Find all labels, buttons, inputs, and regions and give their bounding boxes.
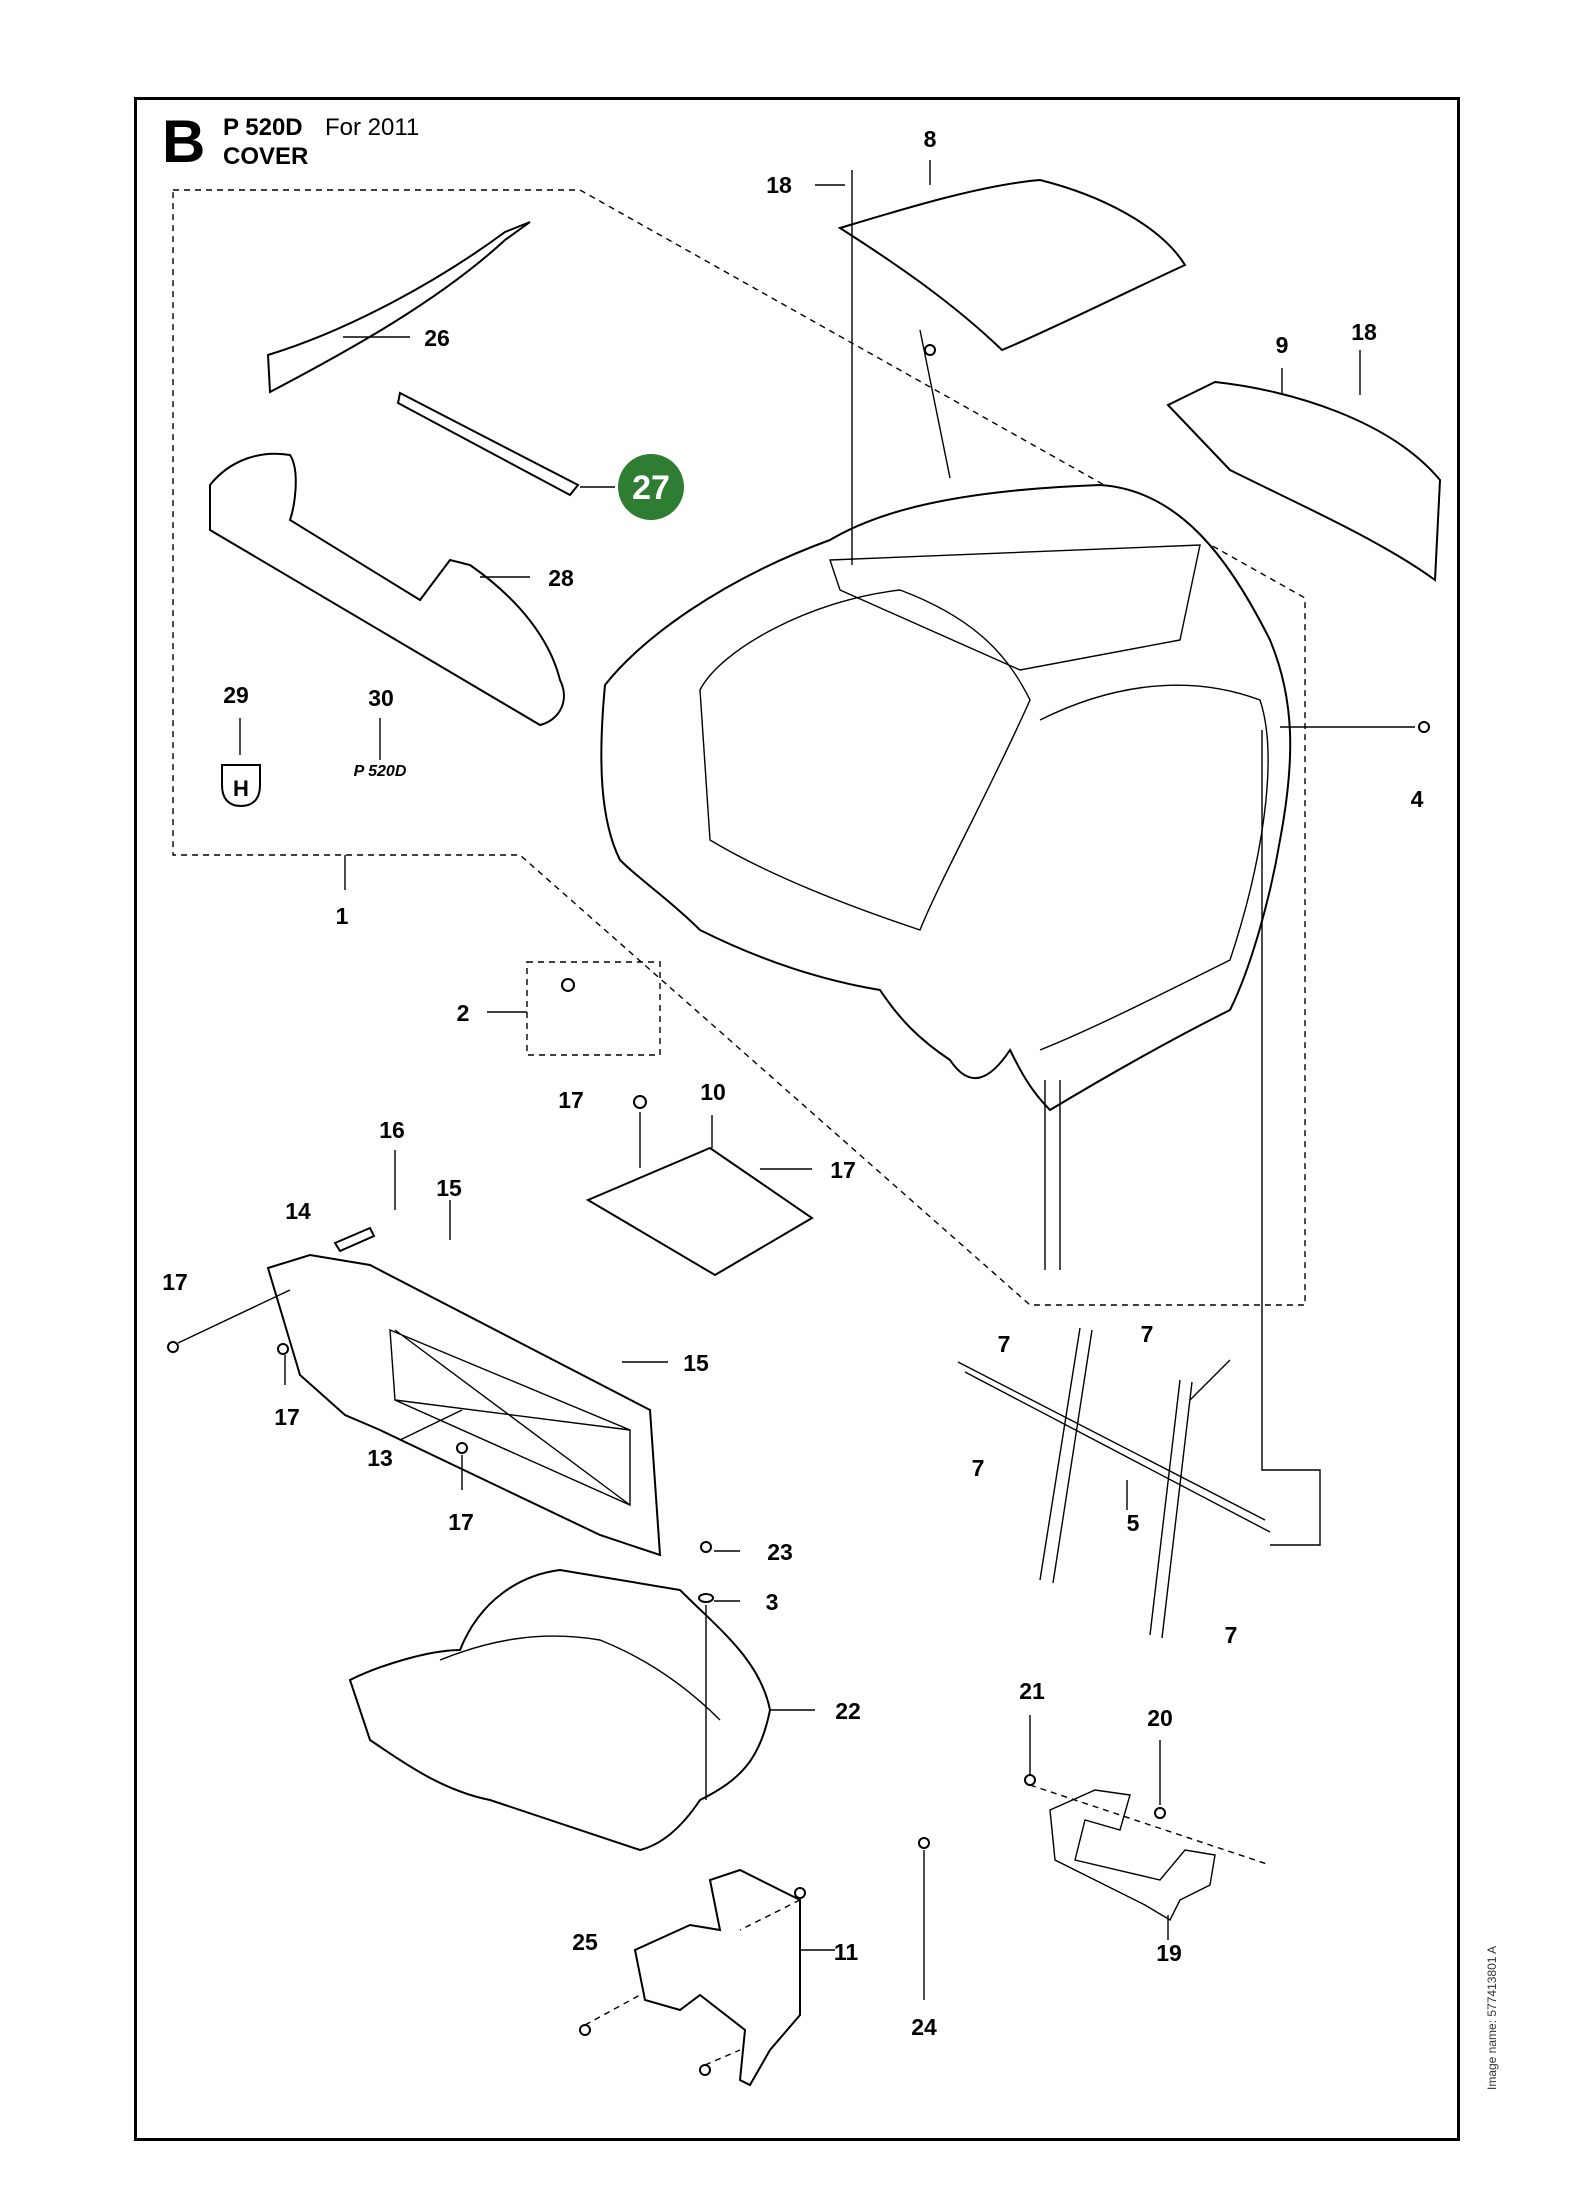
callout-2: 2 bbox=[457, 1000, 470, 1026]
cover-side-contour bbox=[1039, 684, 1269, 1051]
kit-2-outline bbox=[526, 961, 661, 1056]
part-10-plate bbox=[585, 1146, 814, 1277]
callout-22: 22 bbox=[835, 1698, 861, 1724]
leader-11-fasteners bbox=[584, 1899, 801, 2066]
callout-17: 17 bbox=[830, 1157, 856, 1183]
fastener-marker bbox=[579, 2024, 591, 2036]
part-13-air-duct bbox=[266, 1253, 662, 1557]
callout-4: 4 bbox=[1411, 786, 1424, 812]
callout-7: 7 bbox=[972, 1455, 985, 1481]
callout-28: 28 bbox=[548, 565, 574, 591]
part-8-lid-panel bbox=[837, 178, 1187, 352]
fastener-marker bbox=[700, 1541, 712, 1553]
part-13-grille bbox=[389, 1328, 631, 1507]
part-22-base bbox=[348, 1568, 772, 1852]
cover-window-frame bbox=[829, 544, 1201, 671]
leader-17c bbox=[177, 1289, 291, 1344]
callout-15: 15 bbox=[436, 1175, 462, 1201]
fasteners bbox=[167, 344, 1430, 2076]
fastener-marker bbox=[167, 1341, 179, 1353]
section-letter: B bbox=[162, 108, 206, 175]
callout-5: 5 bbox=[1127, 1510, 1140, 1536]
part-26-strip bbox=[266, 221, 531, 394]
part-9-side-panel bbox=[1166, 380, 1442, 582]
leader-cover-bolts bbox=[1044, 1080, 1061, 1270]
leader-axis-19 bbox=[1029, 1784, 1271, 1866]
callout-9: 9 bbox=[1276, 332, 1289, 358]
fastener-marker bbox=[918, 1837, 930, 1849]
callout-10: 10 bbox=[700, 1079, 726, 1105]
callout-17: 17 bbox=[274, 1404, 300, 1430]
leader-18a bbox=[815, 170, 853, 565]
fastener-marker bbox=[1154, 1807, 1166, 1819]
callout-17: 17 bbox=[558, 1087, 584, 1113]
callout-1: 1 bbox=[336, 903, 349, 929]
leader-13 bbox=[399, 1409, 463, 1441]
fastener-marker bbox=[794, 1887, 806, 1899]
callout-19: 19 bbox=[1156, 1940, 1182, 1966]
part-14-pin bbox=[333, 1226, 376, 1253]
part-27-strip bbox=[396, 391, 580, 497]
fastener-marker bbox=[456, 1442, 468, 1454]
fastener-marker bbox=[699, 2064, 711, 2076]
fastener-marker bbox=[1024, 1774, 1036, 1786]
model-name: P 520D bbox=[223, 114, 303, 141]
part-29-emblem bbox=[221, 764, 261, 808]
callout-30: 30 bbox=[368, 685, 394, 711]
callout-17: 17 bbox=[448, 1509, 474, 1535]
callout-15: 15 bbox=[683, 1350, 709, 1376]
washer-marker bbox=[698, 1593, 714, 1603]
cover-windshield bbox=[699, 589, 1031, 931]
main-cover-body bbox=[600, 483, 1292, 1112]
callout-21: 21 bbox=[1019, 1678, 1045, 1704]
callout-23: 23 bbox=[767, 1539, 793, 1565]
callout-18: 18 bbox=[766, 172, 792, 198]
kit-1-outline bbox=[172, 189, 1306, 1306]
leader-main-top bbox=[919, 329, 951, 479]
callout-3: 3 bbox=[766, 1589, 779, 1615]
page-title: COVER bbox=[223, 143, 309, 170]
part-22-ridge bbox=[439, 1635, 721, 1721]
fastener-marker bbox=[277, 1343, 289, 1355]
callout-7: 7 bbox=[998, 1331, 1011, 1357]
callout-29: 29 bbox=[223, 682, 249, 708]
part-27-highlight-badge bbox=[618, 454, 684, 520]
callout-13: 13 bbox=[367, 1445, 393, 1471]
callout-7: 7 bbox=[1141, 1321, 1154, 1347]
fastener-marker bbox=[633, 1095, 647, 1109]
fastener-marker bbox=[924, 344, 936, 356]
leader-cover-to-5 bbox=[1261, 730, 1321, 1546]
callout-11: 11 bbox=[834, 1939, 859, 1965]
part-19-bracket bbox=[1049, 1789, 1216, 1921]
callout-14: 14 bbox=[285, 1198, 311, 1224]
callout-labels: 8 18 9 18 26 28 29 30 1 4 2 17 10 17 16 … bbox=[162, 126, 1423, 2040]
callout-25: 25 bbox=[572, 1929, 598, 1955]
callout-17: 17 bbox=[162, 1269, 188, 1295]
part-29-emblem-letter: H bbox=[233, 776, 249, 801]
part-11-bracket bbox=[633, 1868, 801, 2087]
part-27-badge-label: 27 bbox=[632, 469, 670, 507]
part-28-seal bbox=[209, 452, 565, 727]
leader-lines bbox=[177, 160, 1415, 2066]
part-30-decal: P 520D bbox=[354, 763, 407, 780]
fastener-marker bbox=[1418, 721, 1430, 733]
callout-8: 8 bbox=[924, 126, 937, 152]
callout-26: 26 bbox=[424, 325, 450, 351]
callout-16: 16 bbox=[379, 1117, 405, 1143]
callout-7: 7 bbox=[1225, 1622, 1238, 1648]
callout-24: 24 bbox=[911, 2014, 937, 2040]
drawing-frame bbox=[134, 97, 1460, 2141]
callout-18: 18 bbox=[1351, 319, 1377, 345]
fastener-marker bbox=[561, 978, 575, 992]
part-5-frame-bracket bbox=[957, 1327, 1271, 1639]
model-year: For 2011 bbox=[325, 114, 420, 141]
callout-20: 20 bbox=[1147, 1705, 1173, 1731]
